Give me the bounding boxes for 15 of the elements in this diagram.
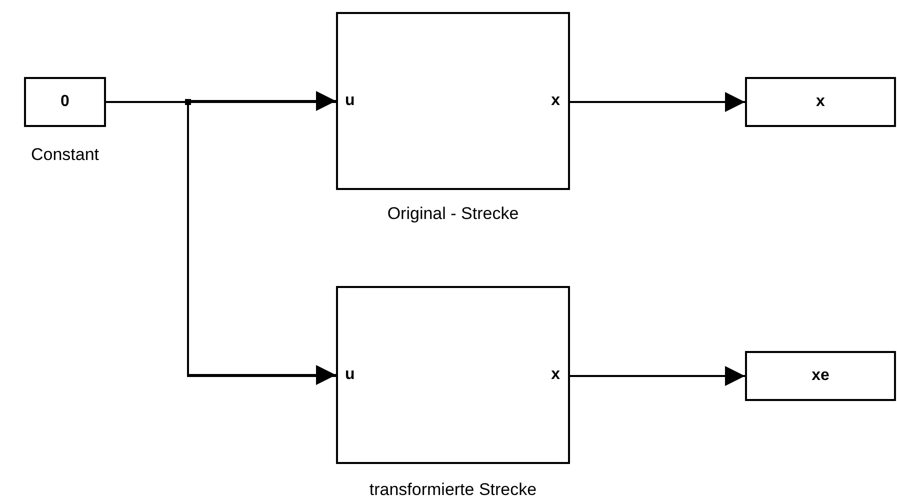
subsystem-block [336,286,570,464]
block-caption: transformierte Strecke [368,480,538,499]
display-block [745,77,896,127]
display-block [745,351,896,401]
signal-name: x [815,93,826,111]
input-port-label: u [345,366,355,384]
subsystem-block [336,12,570,190]
block-caption: Original - Strecke [386,204,520,224]
output-port-label: x [551,92,560,110]
block-caption: Constant [30,145,100,165]
input-port-label: u [345,92,355,110]
constant-value: 0 [60,93,70,111]
constant-block [24,77,106,127]
output-port-label: x [551,366,560,384]
signal-name: xe [810,367,830,385]
